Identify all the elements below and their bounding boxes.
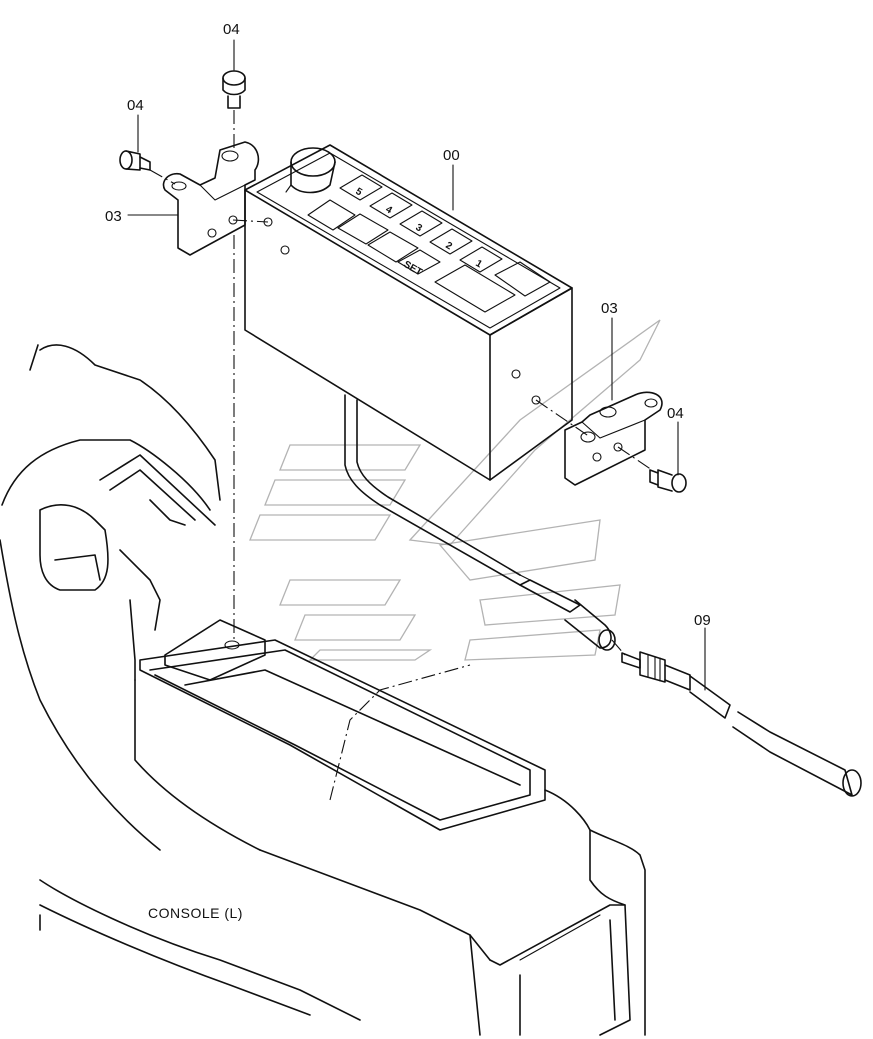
callout-left-bracket: 03 xyxy=(105,208,122,225)
console-label: CONSOLE (L) xyxy=(148,905,243,921)
key-2-label: 2 xyxy=(444,240,455,253)
left-bracket xyxy=(162,141,260,256)
key-1-label: 1 xyxy=(474,258,485,271)
cable-connector-male xyxy=(621,651,862,797)
key-3: 3 xyxy=(399,210,443,237)
key-4-label: 4 xyxy=(384,204,395,217)
console-hidden-line xyxy=(329,664,471,801)
keypad: 5 4 3 2 1 SET xyxy=(339,174,503,278)
leader-lines xyxy=(127,39,706,691)
callout-cable: 09 xyxy=(694,612,711,629)
left-bolt xyxy=(119,150,151,171)
watermark-logo xyxy=(249,319,661,661)
callout-top-bolt: 04 xyxy=(223,21,240,38)
callout-right-bracket: 03 xyxy=(601,300,618,317)
right-bracket xyxy=(564,391,663,486)
callout-right-bolt: 04 xyxy=(667,405,684,422)
key-2: 2 xyxy=(429,228,473,255)
right-bolt xyxy=(649,469,687,493)
console-body xyxy=(0,344,646,1036)
display-unit xyxy=(244,144,573,586)
callout-left-bolt: 04 xyxy=(127,97,144,114)
top-bolt xyxy=(222,70,246,109)
key-set-label: SET xyxy=(402,259,424,278)
key-1: 1 xyxy=(459,246,503,273)
key-4: 4 xyxy=(369,192,413,219)
key-set: SET xyxy=(397,249,441,278)
alignment-lines xyxy=(149,110,653,656)
cable-connector-female xyxy=(519,574,616,651)
key-5-label: 5 xyxy=(354,186,365,199)
key-5: 5 xyxy=(339,174,383,201)
callout-display-unit: 00 xyxy=(443,147,460,164)
key-3-label: 3 xyxy=(414,222,425,235)
